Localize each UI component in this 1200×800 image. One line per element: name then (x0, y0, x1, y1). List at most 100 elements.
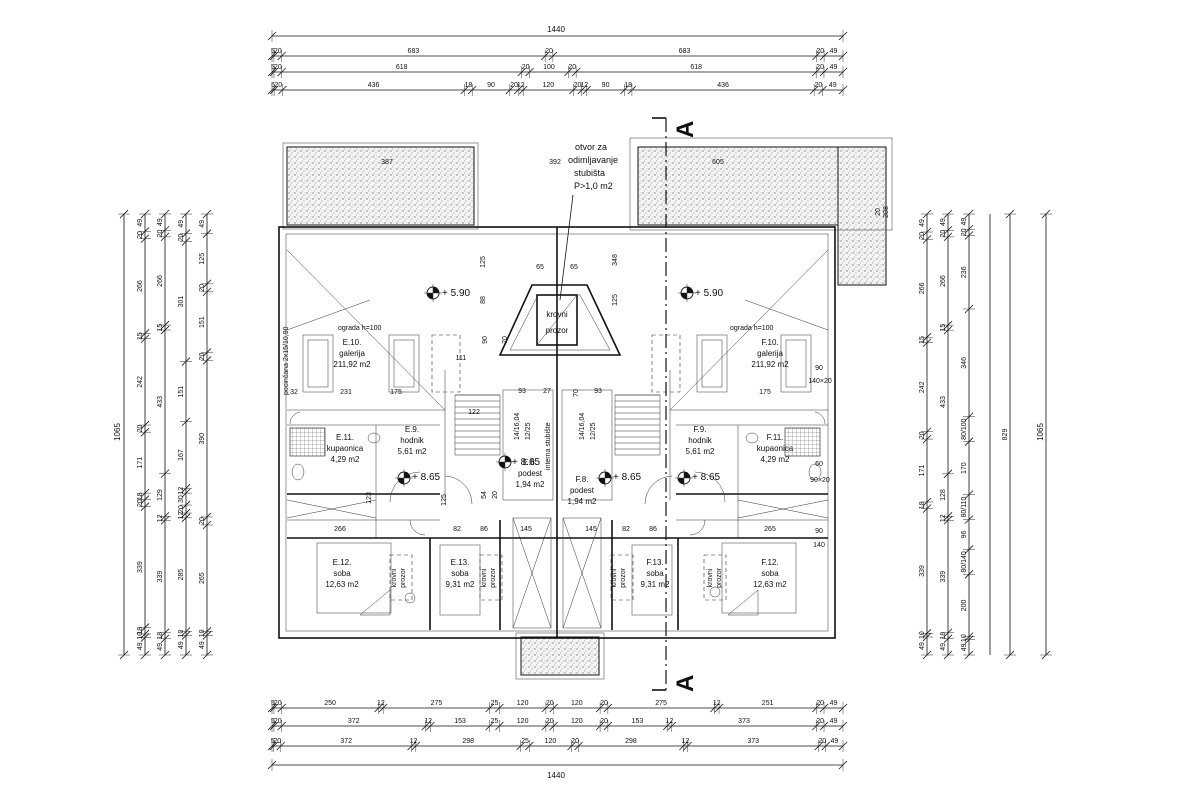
left-col1-dim-2: 266 (137, 280, 144, 292)
room-area: 1,94 m2 (516, 480, 545, 489)
inner-dim: 32 (290, 389, 298, 396)
inner-dim: 93 (594, 388, 602, 395)
left-col2-dim-0: 49 (157, 218, 164, 226)
room-area: 9,31 m2 (641, 580, 670, 589)
left-col3-dim-7: 20 (178, 505, 185, 513)
room-id: E.11. (336, 433, 354, 442)
inner-dim: 387 (381, 159, 393, 166)
room-id: F.10. (761, 338, 778, 347)
top-row3-dim-7: 120 (542, 82, 554, 89)
bottom-row3-dim-1: 20 (273, 738, 281, 745)
inner-dim: 265 (764, 526, 776, 533)
roof-window-center-1: krovni (546, 310, 568, 319)
stair-right-label: 14/16,04 (579, 413, 586, 440)
top-row1-dim-5: 20 (816, 48, 824, 55)
left-col1-dim-0: 49 (137, 219, 144, 227)
top-row3-dim-2: 436 (368, 82, 380, 89)
bottom-row1-dim-12: 251 (762, 700, 774, 707)
right-col2-dim-8: 18 (940, 632, 947, 640)
right-col3-dim-2: 236 (961, 266, 968, 278)
bottom-row1-dim-5: 25 (491, 700, 499, 707)
right-col1-dim-4: 242 (919, 381, 926, 393)
inner-dim: 145 (585, 526, 597, 533)
inner-dim: 82 (453, 526, 461, 533)
top-row2-dim-8: 49 (830, 64, 838, 71)
bottom-row1-dim-11: 12 (713, 700, 721, 707)
top-row2-dim-5: 20 (568, 64, 576, 71)
left-col1-dim-5: 20 (137, 425, 144, 433)
right-col1-dim-10: 49 (919, 642, 926, 650)
right-col3-dim-1: 20 (961, 228, 968, 236)
level-symbol (395, 469, 413, 487)
inner-dim: 65 (570, 264, 578, 271)
right-col3-dim-4: 80/100 (961, 418, 968, 440)
right-col3-dim-11: 49 (961, 643, 968, 651)
room-name: hodnik (688, 436, 713, 445)
level-floor-right-2: + 8.65 (692, 472, 721, 483)
left-col2-dim-3: 15 (157, 324, 164, 332)
right-total-dim: 1065 (1036, 423, 1045, 441)
inner-dim: 70 (573, 389, 580, 397)
left-col1-dim-6: 171 (137, 457, 144, 469)
top-row1-dim-6: 49 (830, 48, 838, 55)
roof-window-word-1: krovni (707, 568, 714, 587)
top-row3-dim-4: 90 (487, 82, 495, 89)
roof-window-word-2: prozor (716, 567, 723, 588)
inner-dim: 125 (441, 494, 448, 506)
level-symbol (678, 284, 696, 302)
building-outline (278, 226, 836, 639)
annotation-line-2: odimljavanje (568, 155, 618, 165)
gallery-note-right: ograda h=100 (730, 325, 774, 332)
level-symbol (596, 469, 614, 487)
room-id: F.9. (694, 425, 707, 434)
right-col3-dim-6: 80/110 (961, 497, 968, 518)
room-name: galerija (757, 349, 783, 358)
inner-dim: 175 (759, 389, 771, 396)
gravel-areas (282, 137, 893, 680)
inner-dim: 125 (480, 256, 487, 268)
right-col3-dim-8: 80/140 (961, 551, 968, 573)
bottom-row2-dim-0: 5 (271, 718, 275, 725)
annotation-line-4: P>1,0 m2 (574, 181, 613, 191)
roof-window-word-1: krovni (391, 568, 398, 587)
bottom-row3-dim-7: 20 (571, 738, 579, 745)
room-area: 12,63 m2 (325, 580, 359, 589)
inner-dim: 175 (390, 389, 402, 396)
left-col1-dim-12: 49 (137, 642, 144, 650)
room-area: 5,61 m2 (686, 447, 715, 456)
inner-dim: 122 (468, 409, 480, 416)
bottom-row1-dim-2: 250 (324, 700, 336, 707)
top-total-dim: 1440 (547, 25, 565, 34)
room-id: E.10. (343, 338, 362, 347)
inner-dim: 90 (815, 365, 823, 372)
room-area: 5,61 m2 (398, 447, 427, 456)
right-col1-dim-9: 10 (919, 631, 926, 639)
bottom-row3-dim-4: 298 (462, 738, 474, 745)
top-row3-dim-6: 12 (517, 82, 525, 89)
room-name: soba (646, 569, 664, 578)
left-col1-dim-11: 10 (137, 632, 144, 640)
left-col4-dim-3: 151 (199, 316, 206, 328)
bottom-row3-dim-3: 12 (410, 738, 418, 745)
left-col2-dim-8: 18 (157, 632, 164, 640)
bottom-row2-dim-1: 20 (274, 718, 282, 725)
top-row1-dim-4: 683 (679, 48, 691, 55)
left-col4-dim-2: 20 (199, 284, 206, 292)
room-id: E.13. (451, 558, 470, 567)
inner-dim: 348 (612, 254, 619, 266)
roof-window-word-2: prozor (490, 567, 497, 588)
right-col1-dim-3: 15 (919, 336, 926, 344)
bottom-row2-dim-10: 153 (632, 718, 644, 725)
level-roof-right: + 5.90 (695, 288, 724, 299)
top-row3-dim-5: 20 (510, 82, 518, 89)
room-id: E.9. (405, 425, 419, 434)
top-row3-dim-12: 436 (717, 82, 729, 89)
